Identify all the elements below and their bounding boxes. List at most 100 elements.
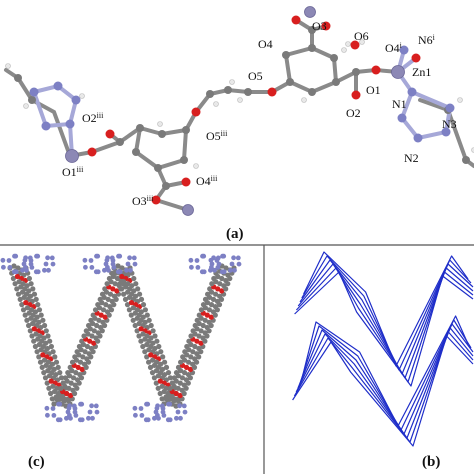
nitrogen-atom	[165, 417, 171, 423]
carbon-atom	[70, 387, 76, 393]
carbon-atom	[155, 373, 161, 379]
carbon-atom	[107, 304, 113, 310]
carbon-atom	[137, 291, 143, 297]
carbon-atom	[125, 289, 131, 295]
atom-label-zn1: Zn1	[412, 65, 431, 79]
carbon-atom	[210, 296, 217, 302]
nitrogen-atom	[216, 261, 222, 267]
carbon-atom	[107, 291, 114, 297]
carbon-atom	[73, 370, 79, 376]
carbon-atom	[132, 310, 138, 316]
carbon-atom	[21, 294, 27, 300]
carbon-atom	[39, 364, 45, 370]
nitrogen-atom	[133, 412, 138, 418]
carbon-atom	[158, 349, 164, 355]
carbon-atom	[202, 317, 208, 323]
net-strand	[301, 255, 472, 371]
carbon-atom	[162, 359, 168, 365]
carbon-atom	[55, 364, 61, 370]
carbon-atom	[192, 322, 198, 329]
nitrogen-atom	[45, 412, 50, 418]
carbon-atom	[72, 382, 78, 388]
carbon-atom	[57, 370, 63, 376]
panel-b: (b)	[292, 251, 474, 470]
oxygen-atom	[98, 312, 104, 318]
carbon-atom	[142, 307, 148, 313]
carbon-atom	[163, 364, 170, 370]
oxygen-atom	[215, 286, 221, 292]
carbon-atom	[102, 286, 108, 292]
carbon-atom	[180, 354, 186, 360]
nitrogen-atom	[93, 403, 99, 409]
carbon-atom	[175, 364, 182, 370]
carbon-atom	[15, 291, 22, 297]
carbon-atom	[219, 275, 225, 282]
panel-a-n-bonds	[32, 48, 453, 158]
carbon-atom	[104, 281, 110, 287]
carbon-atom	[190, 361, 196, 367]
oxygen-atom	[23, 300, 29, 306]
carbon-atom	[77, 372, 83, 378]
carbon-atom	[58, 375, 65, 381]
nitrogen-atom	[33, 269, 39, 275]
nitrogen-atom	[199, 269, 205, 275]
carbon-atom	[190, 328, 196, 334]
nitrogen-atom	[188, 257, 194, 263]
carbon-atom	[160, 354, 166, 360]
carbon-atom	[142, 349, 148, 355]
panel-a-atoms	[5, 6, 474, 216]
nitrogen-atom	[235, 255, 241, 261]
nitrogen-atom	[87, 409, 93, 415]
carbon-atom	[28, 281, 34, 287]
atom-label-o1-iii: O1iii	[62, 165, 84, 180]
carbon-atom	[126, 307, 132, 313]
net-strand	[297, 263, 474, 379]
carbon-atom	[81, 333, 87, 339]
carbon-atom	[209, 281, 215, 287]
carbon-atom	[27, 328, 33, 334]
nitrogen-atom	[132, 405, 138, 411]
nitrogen-atom	[7, 265, 13, 270]
carbon-atom	[48, 390, 54, 397]
carbon-atom	[142, 336, 148, 342]
carbon-atom	[146, 359, 152, 365]
panel-dividers	[0, 244, 474, 474]
carbon-atom	[217, 293, 223, 299]
carbon-atom	[19, 289, 26, 295]
carbon-atom	[56, 390, 62, 397]
carbon-atom	[61, 396, 67, 402]
carbon-atom	[184, 343, 190, 350]
carbon-atom	[159, 383, 165, 389]
carbon-atom	[74, 349, 80, 355]
carbon-atom	[72, 354, 78, 360]
nitrogen-atom	[43, 261, 49, 267]
nitrogen-atom	[67, 412, 72, 418]
carbon-atom	[89, 333, 95, 339]
carbon-atom	[81, 361, 88, 367]
carbon-atom	[202, 296, 209, 302]
carbon-atom	[45, 333, 51, 339]
nitrogen-atom	[29, 265, 35, 270]
net-strand	[292, 335, 474, 447]
carbon-atom	[213, 291, 219, 297]
carbon-atom	[177, 380, 183, 386]
net-strand	[295, 267, 474, 383]
carbon-atom	[10, 275, 16, 282]
carbon-atom	[126, 294, 133, 300]
carbon-atom	[181, 382, 187, 388]
carbon-atom	[35, 336, 41, 342]
carbon-atom	[140, 331, 146, 337]
nitrogen-atom	[90, 415, 95, 421]
panel-b-net	[292, 251, 474, 447]
carbon-atom	[188, 354, 194, 360]
nitrogen-atom	[200, 253, 205, 259]
nitrogen-atom	[132, 261, 138, 267]
atom-label-o1: O1	[366, 83, 381, 97]
carbon-atom	[196, 333, 202, 339]
carbon-atom	[150, 328, 156, 334]
nitrogen-atom	[6, 258, 12, 263]
carbon-atom	[17, 296, 23, 302]
net-strand	[301, 315, 469, 427]
carbon-atom	[206, 319, 212, 325]
nitrogen-atom	[125, 261, 131, 267]
